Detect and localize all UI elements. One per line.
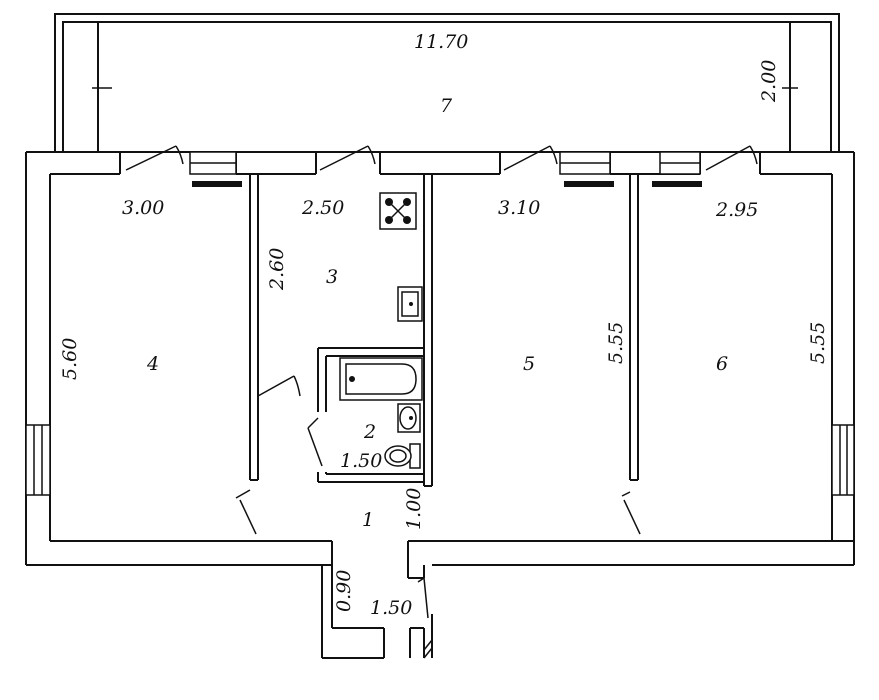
dim-hall-depth: 1.00 [403,488,425,530]
room-label-5: 5 [523,353,535,375]
dim-room4-width: 3.00 [122,197,164,219]
dim-room6-depth: 5.55 [807,322,829,364]
windows [25,151,855,496]
exterior-walls [25,151,855,659]
dim-bath-width: 1.50 [340,450,382,472]
room-label-3: 3 [326,266,338,288]
room-label-6: 6 [716,353,728,375]
room-label-2: 2 [363,421,376,443]
dim-room4-depth: 5.60 [59,338,81,380]
dim-room3-depth: 2.60 [266,248,288,291]
interior-walls [249,174,639,487]
room-label-4: 4 [146,353,159,375]
dim-room5-depth: 5.55 [605,322,627,364]
toilet-icon [384,443,421,469]
dim-balcony-length: 11.70 [414,31,468,53]
room-label-7: 7 [440,95,453,117]
dim-entry-depth: 0.90 [333,570,355,612]
dim-room3-width: 2.50 [301,197,344,219]
room-label-1: 1 [362,509,374,531]
balcony-doors [125,145,758,171]
dim-entry-width: 1.50 [370,597,412,619]
dim-room6-width: 2.95 [715,199,758,221]
dim-balcony-depth: 2.00 [758,60,780,103]
dim-room5-width: 3.10 [498,197,540,219]
stove-icon [379,192,417,230]
bathtub-icon [339,357,423,401]
radiators [192,181,702,187]
kitchen-sink-icon [397,286,423,322]
interior-doors [235,375,641,619]
bathroom-sink-icon [397,403,421,433]
